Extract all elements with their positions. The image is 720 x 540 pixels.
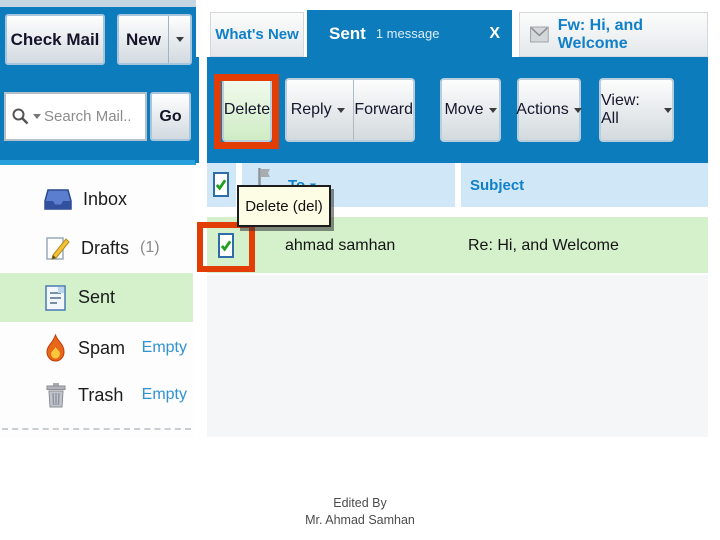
subject-column-label: Subject	[470, 176, 525, 194]
move-button[interactable]: Move	[440, 78, 501, 142]
view-button[interactable]: View: All	[599, 78, 674, 142]
checkmark-icon	[215, 179, 227, 191]
new-button[interactable]: New	[117, 14, 192, 65]
message-checkbox[interactable]	[218, 233, 234, 258]
view-label: View: All	[601, 92, 640, 127]
spam-flame-icon	[46, 333, 65, 361]
envelope-icon	[530, 26, 549, 43]
tab-whats-new[interactable]: What's New	[210, 12, 304, 57]
credit-line-2: Mr. Ahmad Samhan	[305, 513, 415, 527]
search-scope-chevron-icon[interactable]	[33, 114, 41, 119]
tab-sent-active[interactable]: Sent 1 message X	[307, 10, 512, 57]
reply-forward-group: Reply Forward	[285, 78, 415, 142]
inbox-icon	[44, 188, 72, 210]
search-input[interactable]	[44, 108, 130, 125]
tab-label: Sent	[329, 23, 366, 43]
chevron-down-icon	[664, 107, 672, 113]
tab-open-message[interactable]: Fw: Hi, and Welcome	[519, 12, 708, 57]
folder-label: Sent	[78, 287, 116, 307]
search-go-button[interactable]: Go	[150, 92, 191, 141]
reply-label: Reply	[290, 101, 332, 118]
folder-label: Trash	[78, 384, 124, 405]
sidebar-item-sent[interactable]: Sent	[0, 273, 193, 322]
search-icon	[12, 108, 29, 125]
reply-button[interactable]: Reply	[287, 80, 348, 140]
forward-button[interactable]: Forward	[353, 80, 413, 140]
message-subject[interactable]: Re: Hi, and Welcome	[468, 237, 619, 254]
delete-tooltip: Delete (del)	[237, 185, 331, 227]
new-dropdown-button[interactable]	[168, 16, 190, 63]
message-row[interactable]: ahmad samhan Re: Hi, and Welcome	[207, 217, 708, 273]
toolbar-left-edge	[195, 57, 199, 163]
chevron-down-icon	[488, 107, 497, 113]
message-sender[interactable]: ahmad samhan	[285, 237, 396, 254]
message-list-empty-area	[207, 275, 708, 437]
search-box[interactable]	[4, 92, 147, 141]
sidebar-item-drafts[interactable]: Drafts (1)	[0, 227, 193, 269]
chevron-down-icon	[175, 37, 184, 42]
window-top-edge	[0, 0, 196, 7]
sidebar-item-trash[interactable]: Trash Empty	[0, 374, 193, 416]
check-mail-label: Check Mail	[10, 29, 100, 49]
flag-icon	[258, 168, 270, 187]
tab-label: Fw: Hi, and Welcome	[557, 16, 644, 52]
sent-icon	[45, 284, 66, 311]
delete-button[interactable]: Delete	[222, 78, 272, 142]
tooltip-text: Delete (del)	[245, 197, 323, 215]
delete-label: Delete	[223, 101, 271, 118]
empty-spam-link[interactable]: Empty	[141, 339, 187, 356]
actions-label: Actions	[516, 101, 569, 118]
folder-label: Drafts	[81, 237, 130, 258]
flag-column-icon-wrap	[256, 166, 273, 194]
trash-icon	[46, 382, 66, 407]
folder-label: Inbox	[83, 188, 128, 209]
actions-button[interactable]: Actions	[516, 78, 582, 142]
left-panel-divider	[0, 160, 196, 165]
credit-text: Edited By Mr. Ahmad Samhan	[0, 495, 720, 529]
sidebar-item-inbox[interactable]: Inbox	[0, 178, 193, 220]
drafts-count-badge: (1)	[140, 239, 160, 256]
sidebar-separator	[2, 428, 191, 430]
credit-line-1: Edited By	[333, 496, 387, 510]
empty-trash-link[interactable]: Empty	[141, 386, 187, 403]
forward-label: Forward	[354, 101, 413, 118]
tab-close-button[interactable]: X	[489, 24, 500, 42]
go-label: Go	[159, 107, 182, 125]
column-header-subject[interactable]: Subject	[461, 163, 708, 207]
message-count-badge: 1 message	[375, 26, 440, 41]
chevron-down-icon	[573, 107, 582, 113]
sidebar-item-spam[interactable]: Spam Empty	[0, 327, 193, 369]
new-label: New	[126, 29, 161, 49]
drafts-icon	[46, 236, 70, 260]
check-mail-button[interactable]: Check Mail	[5, 14, 105, 65]
select-all-checkbox[interactable]	[213, 172, 229, 197]
checkmark-icon	[220, 240, 232, 252]
chevron-down-icon[interactable]	[336, 107, 345, 113]
folder-label: Spam	[78, 337, 126, 358]
tab-label: What's New	[215, 26, 299, 43]
move-label: Move	[444, 101, 484, 118]
